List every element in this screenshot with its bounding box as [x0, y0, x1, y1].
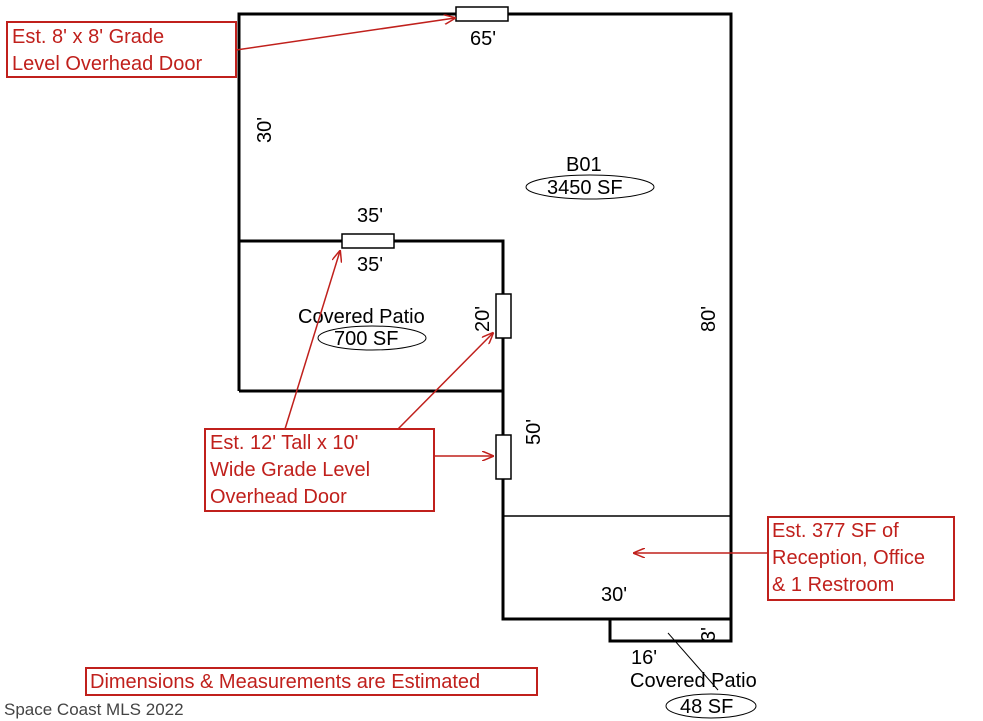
dim-left-upper: 30': [254, 117, 276, 143]
dim-small-patio-width: 16': [631, 647, 657, 669]
dim-right: 80': [698, 306, 720, 332]
dim-bottom: 30': [601, 584, 627, 606]
room-main-area: 3450 SF: [547, 177, 623, 199]
walls: [237, 12, 733, 643]
svg-text:Est. 8' x 8' Grade: Est. 8' x 8' Grade: [12, 26, 164, 48]
dim-small-patio-depth: 3': [698, 627, 720, 642]
svg-text:Dimensions & Measurements are: Dimensions & Measurements are Estimated: [90, 671, 480, 693]
svg-text:Est. 377 SF of: Est. 377 SF of: [772, 520, 899, 542]
svg-text:Est. 12' Tall x 10': Est. 12' Tall x 10': [210, 432, 358, 454]
door-side-upper: [495, 293, 512, 339]
overhead-doors: [341, 6, 512, 480]
room-patio-area: 700 SF: [334, 328, 398, 350]
callout-door-top: Est. 8' x 8' Grade Level Overhead Door: [6, 18, 455, 78]
room-small-patio-area: 48 SF: [680, 696, 733, 718]
svg-text:Level Overhead Door: Level Overhead Door: [12, 53, 202, 75]
dim-patio-top-outer: 35': [357, 205, 383, 227]
dim-top: 65': [470, 28, 496, 50]
svg-text:Reception, Office: Reception, Office: [772, 547, 925, 569]
disclaimer: Dimensions & Measurements are Estimated: [85, 667, 538, 696]
svg-text:Wide Grade Level: Wide Grade Level: [210, 459, 370, 481]
dim-patio-top-inner: 35': [357, 254, 383, 276]
room-small-patio-name: Covered Patio: [630, 670, 757, 692]
dim-patio-right: 20': [472, 306, 494, 332]
callout-reception: Est. 377 SF of Reception, Office & 1 Res…: [634, 516, 955, 601]
svg-text:& 1 Restroom: & 1 Restroom: [772, 574, 894, 596]
room-patio-name: Covered Patio: [298, 306, 425, 328]
door-patio: [341, 233, 395, 249]
dim-middle-left: 50': [523, 419, 545, 445]
callout-door-side: Est. 12' Tall x 10' Wide Grade Level Ove…: [204, 251, 493, 512]
door-side-lower: [495, 434, 512, 480]
svg-text:Overhead Door: Overhead Door: [210, 486, 347, 508]
door-top: [455, 6, 509, 22]
small-patio-outline: [608, 619, 733, 643]
room-main-name: B01: [566, 154, 602, 176]
watermark: Space Coast MLS 2022: [4, 700, 184, 719]
